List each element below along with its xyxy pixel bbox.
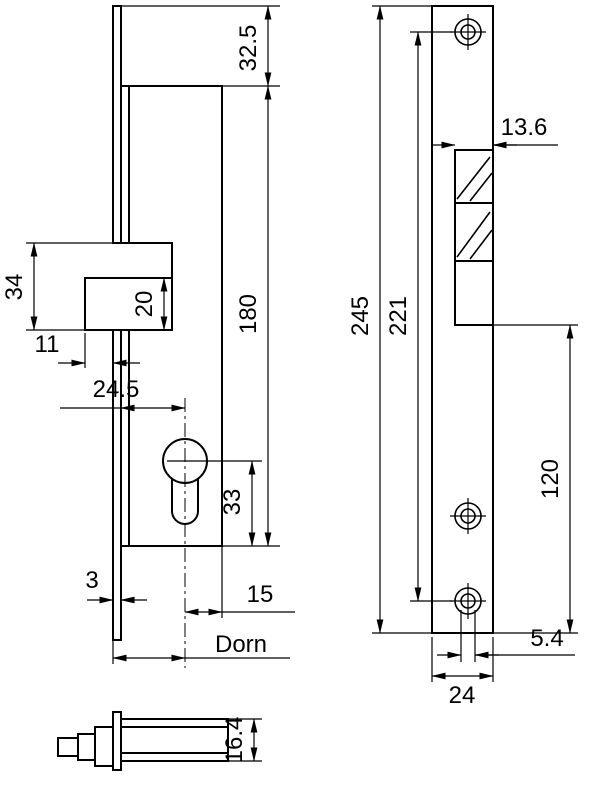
- dim-label-245: 245: [347, 296, 374, 336]
- latch-opening: [454, 149, 494, 326]
- faceplate-profile: [112, 5, 122, 641]
- dim-label-13-6: 13.6: [501, 114, 548, 141]
- dim-label-16-4: 16.4: [221, 717, 248, 764]
- dim-label-15: 15: [247, 581, 274, 608]
- dim-label-221: 221: [385, 296, 412, 336]
- dim-label-34: 34: [1, 274, 28, 301]
- screw-hole-top: [450, 14, 486, 50]
- dimension-labels: 32.5 180 33 34 20 11 24.5 3 15 Dorn 16.4…: [1, 25, 564, 764]
- screw-hole-bottom: [450, 583, 486, 619]
- dim-label-33: 33: [219, 489, 246, 516]
- dimension-lines: [26, 5, 578, 762]
- spindle-bottom-view: [57, 711, 229, 771]
- lock-case: [120, 85, 223, 547]
- dim-label-5-4: 5.4: [530, 625, 563, 652]
- dim-label-20: 20: [131, 291, 158, 318]
- dim-label-3: 3: [85, 567, 98, 594]
- latch-bolt: [84, 242, 173, 331]
- dim-label-dorn: Dorn: [215, 631, 267, 658]
- strike-plate-front-view: [431, 5, 494, 634]
- latch-opening-bevel-lines: [456, 156, 493, 260]
- dim-label-24-5: 24.5: [93, 376, 140, 403]
- screw-hole-middle: [450, 498, 486, 534]
- dim-label-24: 24: [449, 682, 476, 709]
- dim-label-32-5: 32.5: [235, 25, 262, 72]
- dim-label-11: 11: [35, 331, 60, 358]
- lock-side-view: [84, 5, 223, 668]
- plate-outline: [431, 5, 494, 634]
- euro-cylinder-cutout: [162, 398, 208, 668]
- dim-label-180: 180: [235, 294, 262, 334]
- dim-label-120: 120: [537, 459, 564, 499]
